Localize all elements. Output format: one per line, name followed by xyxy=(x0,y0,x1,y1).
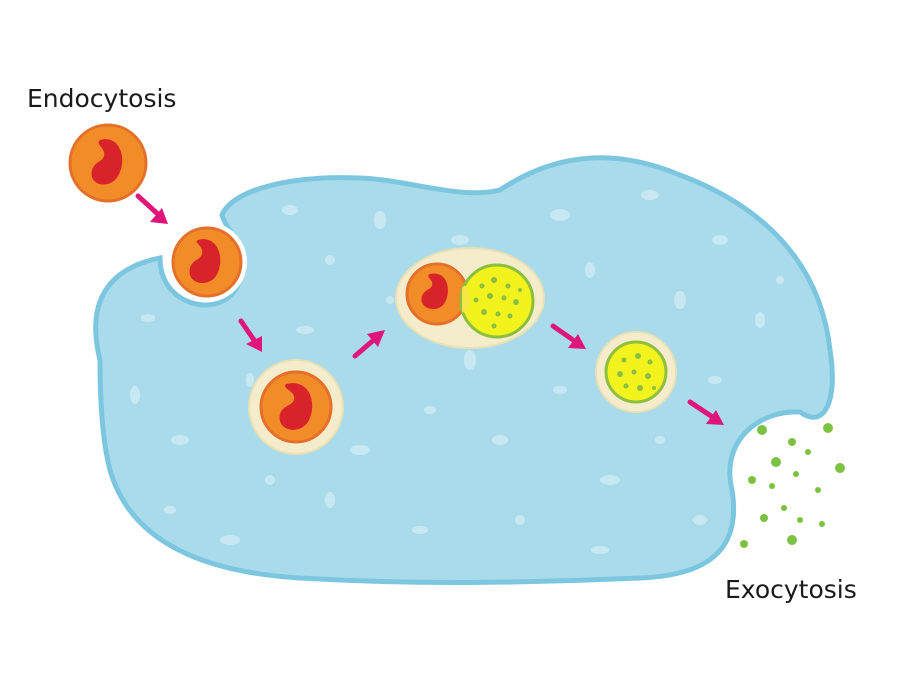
arrow-icon xyxy=(550,323,586,349)
arrow-icon xyxy=(135,193,168,224)
vesicle-lysosome-fusion xyxy=(395,247,545,349)
secretory-vesicle xyxy=(595,331,677,413)
arrow-icon xyxy=(352,330,385,359)
endocytic-vesicle xyxy=(248,359,344,455)
external-particle xyxy=(68,123,148,203)
cell-membrane xyxy=(93,155,835,586)
arrow-icon xyxy=(238,318,262,352)
process-arrows xyxy=(135,193,724,425)
cytoplasm-speckles xyxy=(130,190,784,554)
exocytosis-label: Exocytosis xyxy=(725,575,857,604)
released-particles xyxy=(740,423,845,548)
engulfing-particle xyxy=(167,222,247,302)
arrow-icon xyxy=(687,399,724,425)
endocytosis-label: Endocytosis xyxy=(27,84,176,113)
